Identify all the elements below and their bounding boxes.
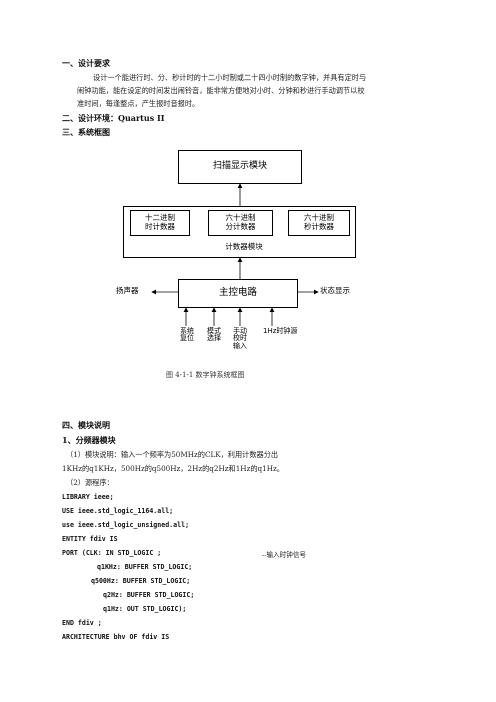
input-reset-label: 系统 复位	[178, 327, 196, 343]
code-line: LIBRARY ieee;	[62, 493, 114, 501]
source-program-label: （2）源程序：	[66, 478, 114, 487]
input-manual-line-1: 手动	[233, 327, 247, 335]
hour-counter-label-1: 十二进制	[145, 213, 175, 222]
input-mode-line-2: 选择	[207, 334, 221, 343]
hour-counter-box: 十二进制 时计数器	[130, 210, 190, 236]
input-mode-line-1: 模式	[207, 327, 221, 335]
code-line: ARCHITECTURE bhv OF fdiv IS	[62, 633, 170, 641]
minute-counter-label-1: 六十进制	[225, 213, 256, 222]
scan-display-label: 扫描显示模块	[212, 161, 267, 171]
input-mode-label: 模式 选择	[205, 327, 223, 343]
second-counter-label-2: 秒计数器	[304, 222, 334, 231]
input-reset-line-2: 复位	[180, 334, 194, 343]
code-line: q1KHz: BUFFER STD_LOGIC;	[97, 563, 193, 571]
minute-counter-label-2: 分计数器	[225, 222, 256, 231]
section-3-title: 三、系统框图	[62, 127, 110, 137]
main-control-label: 主控电路	[218, 287, 257, 298]
section-4-subtitle: 1、分频器模块	[62, 435, 116, 445]
second-counter-box: 六十进制 秒计数器	[288, 210, 350, 236]
module-description-line-1: （1）模块说明：输入一个频率为50MHz的CLK，利用计数器分出	[66, 450, 279, 459]
hour-counter-label-2: 时计数器	[145, 222, 175, 231]
design-requirement-line-3: 准时间，每逢整点，产生报时音报时。	[77, 99, 200, 108]
code-line: END fdiv ;	[62, 619, 102, 627]
code-line: PORT (CLK: IN STD_LOGIC ;	[62, 549, 162, 557]
input-reset-line-1: 系统	[180, 327, 194, 335]
minute-counter-box: 六十进制 分计数器	[208, 210, 273, 236]
diagram-caption: 图 4-1-1 数字钟系统框图	[166, 371, 245, 379]
input-manual-line-2: 校时	[233, 334, 247, 343]
code-comment: --输入时钟信号	[262, 551, 307, 559]
design-requirement-line-1: 设计一个能进行时、分、秒计时的十二小时制或二十四小时制的数字钟，并具有定时与	[93, 73, 367, 82]
code-line: q2Hz: BUFFER STD_LOGIC;	[103, 591, 195, 599]
code-line: ENTITY fdiv IS	[62, 535, 118, 543]
input-clock-label: 1Hz时钟源	[263, 327, 298, 335]
module-description-line-2: 1KHz的q1KHz，500Hz的q500Hz，2Hz的q2Hz和1Hz的q1H…	[62, 464, 284, 473]
counter-module-label: 计数器模块	[225, 242, 263, 251]
input-manual-label: 手动 校时 输入	[231, 327, 249, 350]
section-1-title: 一、设计要求	[62, 58, 110, 68]
code-line: use ieee.std_logic_unsigned.all;	[62, 521, 190, 529]
design-requirement-line-2: 闹钟功能，能在设定的时间发出闹铃音，能非常方便地对小时、分钟和秒进行手动调节以校	[77, 86, 365, 95]
speaker-label: 扬声器	[116, 286, 139, 295]
status-display-label: 状态显示	[320, 286, 350, 295]
section-2-title: 二、设计环境：Quartus II	[62, 113, 165, 123]
section-4-title: 四、模块说明	[62, 420, 110, 430]
code-line: USE ieee.std_logic_1164.all;	[62, 507, 174, 515]
second-counter-label-1: 六十进制	[304, 213, 334, 222]
code-line: q1Hz: OUT STD_LOGIC);	[103, 605, 187, 613]
input-manual-line-3: 输入	[233, 341, 247, 350]
main-control-box: 主控电路	[178, 279, 298, 308]
code-line: q500Hz: BUFFER STD_LOGIC;	[91, 577, 191, 585]
scan-display-box: 扫描显示模块	[178, 150, 302, 184]
